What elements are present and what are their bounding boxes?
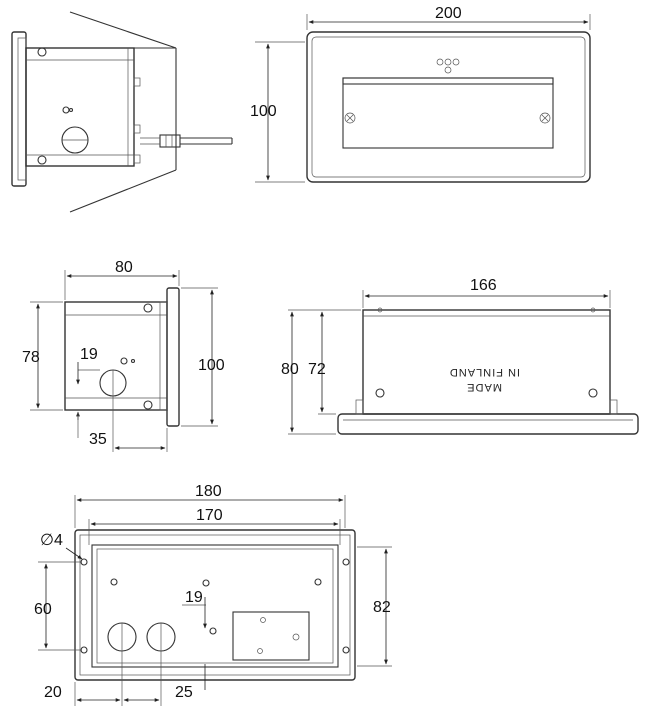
back-view: 180 170 ∅ 4 60 82 19 20 25 [34, 483, 392, 706]
back-bottom-right-label: 25 [175, 684, 193, 701]
made-in-line1: MADE [466, 381, 502, 393]
side-installation-view [11, 11, 233, 213]
bottom-width-label: 166 [470, 277, 497, 294]
back-hole-diameter-label: 4 [54, 532, 63, 549]
front-height-label: 100 [250, 103, 277, 120]
side-height-outer-label: 100 [198, 357, 225, 374]
bottom-height-outer-label: 80 [281, 361, 299, 378]
side-view: 80 78 100 19 35 [22, 259, 225, 452]
back-width-outer-label: 180 [195, 483, 222, 500]
back-height-left-label: 60 [34, 601, 52, 618]
side-height-inner-label: 78 [22, 349, 40, 366]
side-hole-offset-vertical-label: 19 [80, 346, 98, 363]
side-hole-offset-horizontal-label: 35 [89, 431, 107, 448]
back-width-inner-label: 170 [196, 507, 223, 524]
bottom-height-inner-label: 72 [308, 361, 326, 378]
back-bottom-left-label: 20 [44, 684, 62, 701]
back-height-right-label: 82 [373, 599, 391, 616]
brand-logo [436, 58, 460, 74]
bottom-view: MADE IN FINLAND 166 80 72 [281, 277, 639, 435]
front-width-label: 200 [435, 5, 462, 22]
back-hole-offset-vertical-label: 19 [185, 589, 203, 606]
front-view: 200 100 [250, 5, 591, 183]
diameter-symbol: ∅ [40, 532, 54, 549]
made-in-line2: IN FINLAND [449, 366, 520, 378]
side-depth-label: 80 [115, 259, 133, 276]
